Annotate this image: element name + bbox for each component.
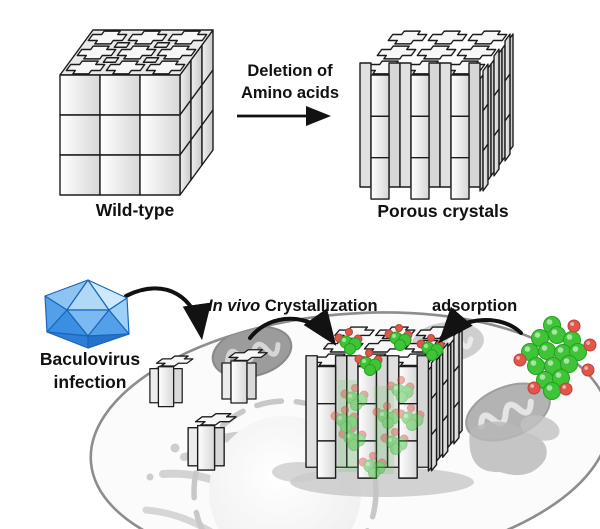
in-vivo-crystallization-label: In vivo Crystallization <box>208 297 378 316</box>
porous-crystal-icon <box>360 30 513 199</box>
bottom-panel-art <box>44 279 600 529</box>
in-vivo-italic-text: In vivo <box>208 297 261 315</box>
crystallization-text: Crystallization <box>260 297 378 315</box>
deletion-label-line1: Deletion of <box>247 62 333 80</box>
vesicle-dot <box>170 443 180 453</box>
adsorption-label: adsorption <box>432 297 518 315</box>
vesicle-dot <box>146 473 154 481</box>
icosahedron-virus-icon <box>44 279 130 349</box>
organelle-blob <box>520 415 560 441</box>
baculovirus-label-line2: infection <box>53 372 127 392</box>
top-panel-art <box>0 29 600 230</box>
deletion-label: Deletion of Amino acids <box>220 60 360 104</box>
porous-crystals-label: Porous crystals <box>377 201 509 221</box>
baculovirus-label-line1: Baculovirus <box>39 349 141 369</box>
adsorption-arrow-icon <box>438 306 523 344</box>
wild-type-label: Wild-type <box>95 200 175 220</box>
baculovirus-infection-label: Baculovirus infection <box>14 348 166 394</box>
infection-arrow-icon <box>124 286 212 341</box>
pore-filled-molecules <box>330 376 425 479</box>
crystallization-arrow-icon <box>248 308 337 346</box>
deletion-label-line2: Amino acids <box>240 84 340 102</box>
wild-type-crystal-icon <box>60 29 214 196</box>
